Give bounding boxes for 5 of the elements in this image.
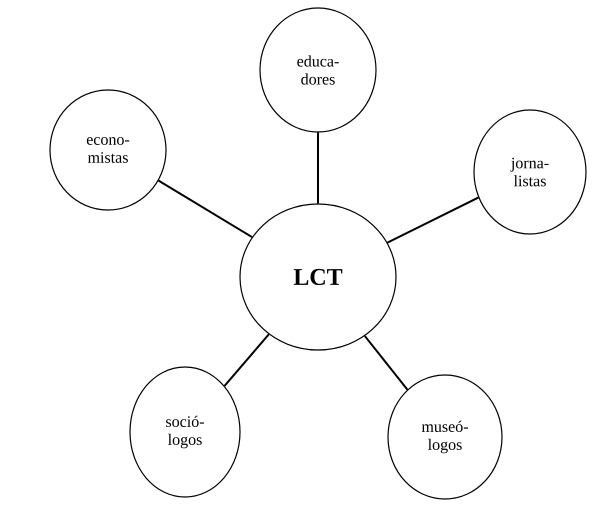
connector-line [387, 196, 479, 244]
connector-line [158, 180, 252, 238]
connector-line [364, 335, 408, 390]
connector-line [224, 334, 270, 387]
connector-line [317, 132, 319, 204]
